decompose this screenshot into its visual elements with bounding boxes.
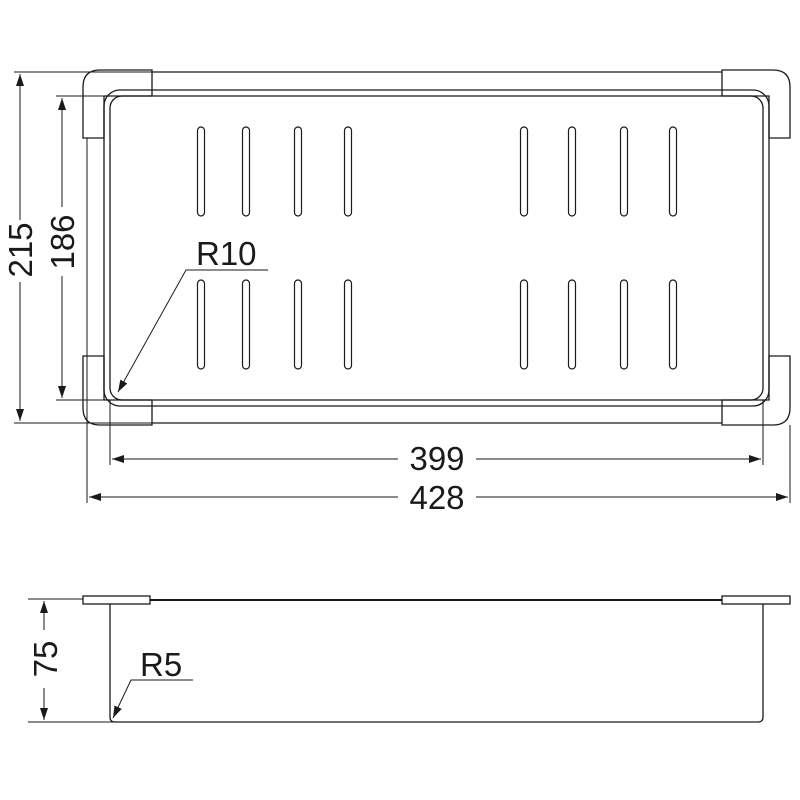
drain-slot [293, 279, 303, 370]
drain-slot [241, 279, 251, 370]
dim-height: 75 [27, 641, 64, 678]
drain-slot [343, 126, 353, 217]
drain-slot [241, 126, 251, 217]
drain-slot [519, 126, 529, 217]
corner-bracket-top-left [82, 69, 153, 139]
dim-outer-width: 428 [409, 479, 464, 516]
radius-label-r10: R10 [196, 235, 257, 272]
basket-rim-outline [103, 89, 770, 407]
side-flange-right [721, 595, 791, 605]
drain-slot [196, 279, 206, 370]
drain-slot [668, 279, 678, 370]
drain-slot [668, 126, 678, 217]
drain-slot [519, 279, 529, 370]
drain-slot [293, 126, 303, 217]
radius-leader-r5 [112, 679, 193, 719]
drain-slot [619, 279, 629, 370]
corner-bracket-bottom-right [721, 355, 791, 426]
corner-bracket-top-right [721, 69, 791, 139]
drain-slot [619, 126, 629, 217]
radius-leader-r10 [117, 269, 268, 393]
top-view: 215 186 399 428 R10 [2, 69, 791, 516]
radius-label-r5: R5 [140, 646, 182, 683]
basket-inner-outline [109, 95, 764, 401]
side-flange-left [82, 595, 151, 605]
drain-slot [343, 279, 353, 370]
drain-slots [196, 126, 678, 370]
drain-slot [567, 126, 577, 217]
side-view: 75 R5 [27, 595, 791, 723]
dim-inner-depth: 186 [44, 214, 81, 269]
dim-outer-depth: 215 [2, 222, 39, 277]
dim-inner-width: 399 [409, 440, 464, 477]
corner-bracket-bottom-left [82, 355, 153, 426]
drain-slot [196, 126, 206, 217]
drain-slot [567, 279, 577, 370]
side-basket-outline [109, 604, 764, 723]
